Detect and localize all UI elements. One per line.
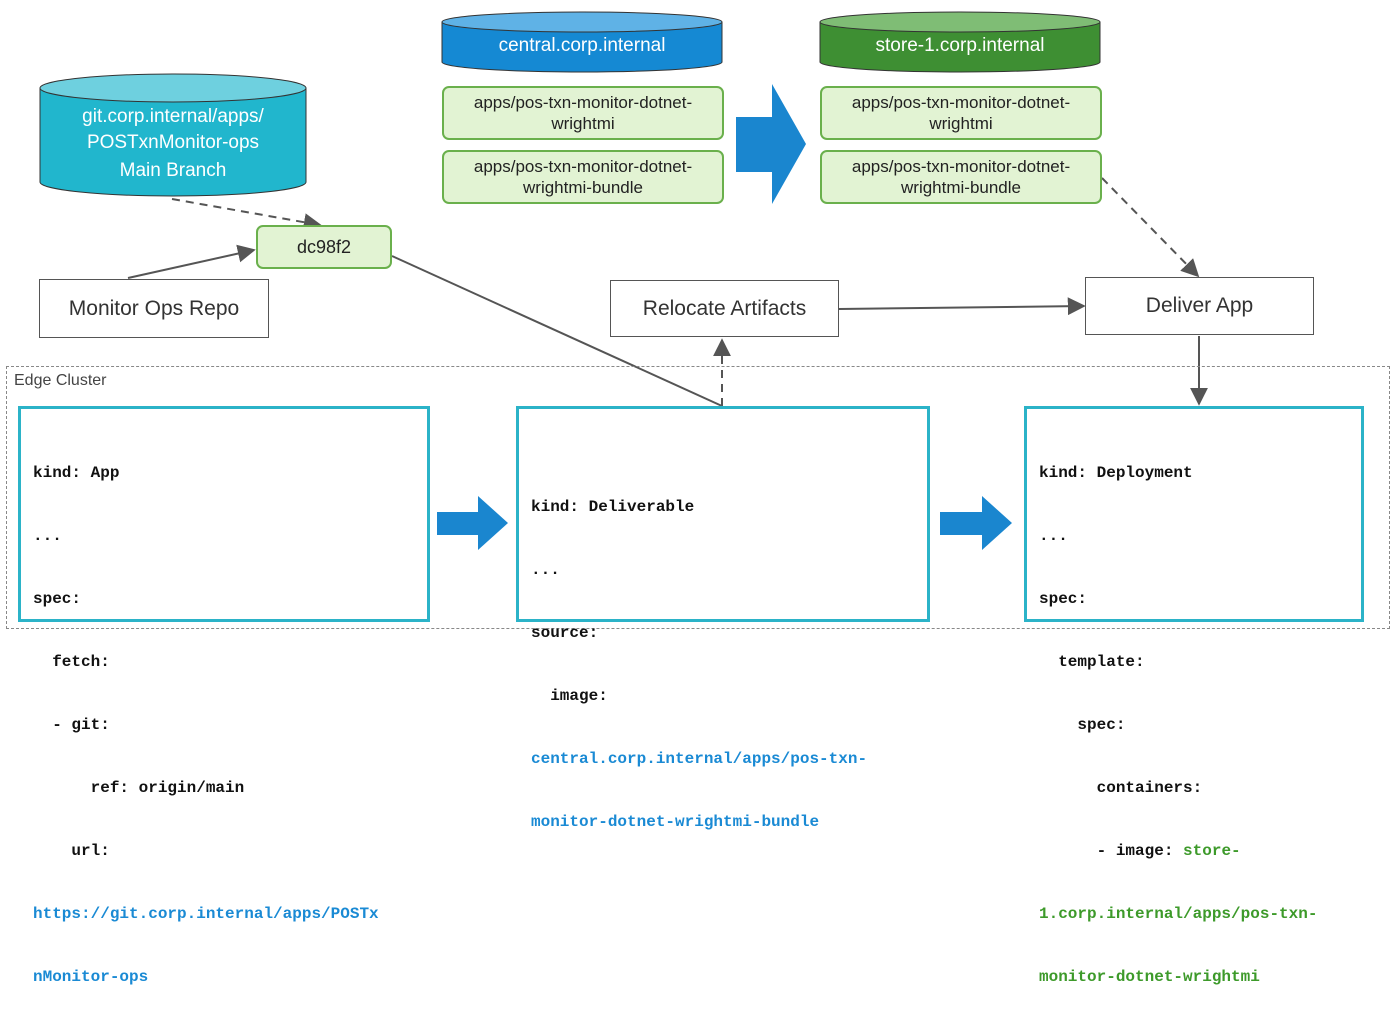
monitor-ops-repo-box: Monitor Ops Repo xyxy=(39,279,269,338)
diagram-connectors xyxy=(39,11,1208,550)
image-value-part2: 1.corp.internal/apps/pos-txn- xyxy=(1039,905,1318,923)
central-artifact-bundle: apps/pos-txn-monitor-dotnet- wrightmi-bu… xyxy=(442,150,724,204)
yaml-line: spec: xyxy=(1039,590,1088,608)
artifact-line2: wrightmi-bundle xyxy=(523,178,643,197)
relocate-to-deliver-connector xyxy=(838,297,1086,316)
git-url-line2: nMonitor-ops xyxy=(33,968,149,986)
yaml-line: - git: xyxy=(33,716,110,734)
yaml-line: ... xyxy=(33,527,62,545)
store-registry-cylinder xyxy=(819,11,1101,73)
artifact-line1: apps/pos-txn-monitor-dotnet- xyxy=(851,93,1071,112)
artifact-line1: apps/pos-txn-monitor-dotnet- xyxy=(473,93,693,112)
yaml-line: kind: App xyxy=(33,464,120,482)
bundle-to-deliver-connector xyxy=(1101,177,1200,278)
commit-box: dc98f2 xyxy=(256,225,392,269)
edge-cluster-boundary xyxy=(6,366,1390,629)
edge-cluster-label: Edge Cluster xyxy=(14,372,107,389)
central-artifact-image: apps/pos-txn-monitor-dotnet- wrightmi xyxy=(442,86,724,140)
git-repo-url-line1: git.corp.internal/apps/ xyxy=(82,106,264,127)
yaml-line: ... xyxy=(531,561,560,579)
replication-arrow xyxy=(736,84,806,204)
git-repo-url-line2: POSTxnMonitor-ops xyxy=(86,132,260,153)
image-value-part1: store- xyxy=(1183,842,1241,860)
yaml-line: url: xyxy=(33,842,110,860)
deliverable-to-deployment-arrow xyxy=(940,496,1012,550)
yaml-line: spec: xyxy=(33,590,82,608)
yaml-line: containers: xyxy=(1039,779,1203,797)
artifact-line2: wrightmi xyxy=(551,114,615,133)
central-registry-title: central.corp.internal xyxy=(498,35,666,56)
git-repo-branch: Main Branch xyxy=(119,160,227,181)
yaml-line: kind: Deployment xyxy=(1039,464,1193,482)
artifact-line1: apps/pos-txn-monitor-dotnet- xyxy=(473,157,693,176)
image-line: - image: store- xyxy=(1039,841,1351,862)
git-repo-label: git.corp.internal/apps/ POSTxnMonitor-op… xyxy=(40,104,306,184)
deliver-app-box: Deliver App xyxy=(1085,277,1314,335)
image-key: - image: xyxy=(1039,842,1184,860)
yaml-line: ref: origin/main xyxy=(33,779,245,797)
image-url-line1: central.corp.internal/apps/pos-txn- xyxy=(531,750,868,768)
yaml-line: kind: Deliverable xyxy=(531,498,695,516)
store-artifact-image: apps/pos-txn-monitor-dotnet- wrightmi xyxy=(820,86,1102,140)
commit-to-deliverable-connector xyxy=(391,255,723,407)
app-yaml-panel: kind: App ... spec: fetch: - git: ref: o… xyxy=(18,406,430,986)
git-url-line1: https://git.corp.internal/apps/POSTx xyxy=(33,905,379,923)
central-registry-cylinder xyxy=(441,11,723,73)
monitor-repo-to-commit-connector xyxy=(127,244,256,279)
relocate-artifacts-box: Relocate Artifacts xyxy=(610,280,839,337)
store-artifact-bundle: apps/pos-txn-monitor-dotnet- wrightmi-bu… xyxy=(820,150,1102,204)
git-repo-cylinder xyxy=(39,73,307,197)
deployment-yaml-panel: kind: Deployment ... spec: template: spe… xyxy=(1024,406,1364,986)
image-url-line2: monitor-dotnet-wrightmi-bundle xyxy=(531,813,820,831)
yaml-line: spec: xyxy=(1039,716,1126,734)
repo-to-commit-connector xyxy=(171,198,322,232)
yaml-line: ... xyxy=(1039,527,1068,545)
artifact-line2: wrightmi-bundle xyxy=(901,178,1021,197)
image-value-part3: monitor-dotnet-wrightmi xyxy=(1039,968,1260,986)
yaml-line: image: xyxy=(531,687,608,705)
artifact-line1: apps/pos-txn-monitor-dotnet- xyxy=(851,157,1071,176)
deliverable-yaml-panel: kind: Deliverable ... source: image: cen… xyxy=(516,406,930,831)
artifact-line2: wrightmi xyxy=(929,114,993,133)
yaml-line: fetch: xyxy=(33,653,110,671)
store-registry-title: store-1.corp.internal xyxy=(875,35,1045,56)
yaml-line: template: xyxy=(1039,653,1145,671)
app-to-deliverable-arrow xyxy=(437,496,508,550)
